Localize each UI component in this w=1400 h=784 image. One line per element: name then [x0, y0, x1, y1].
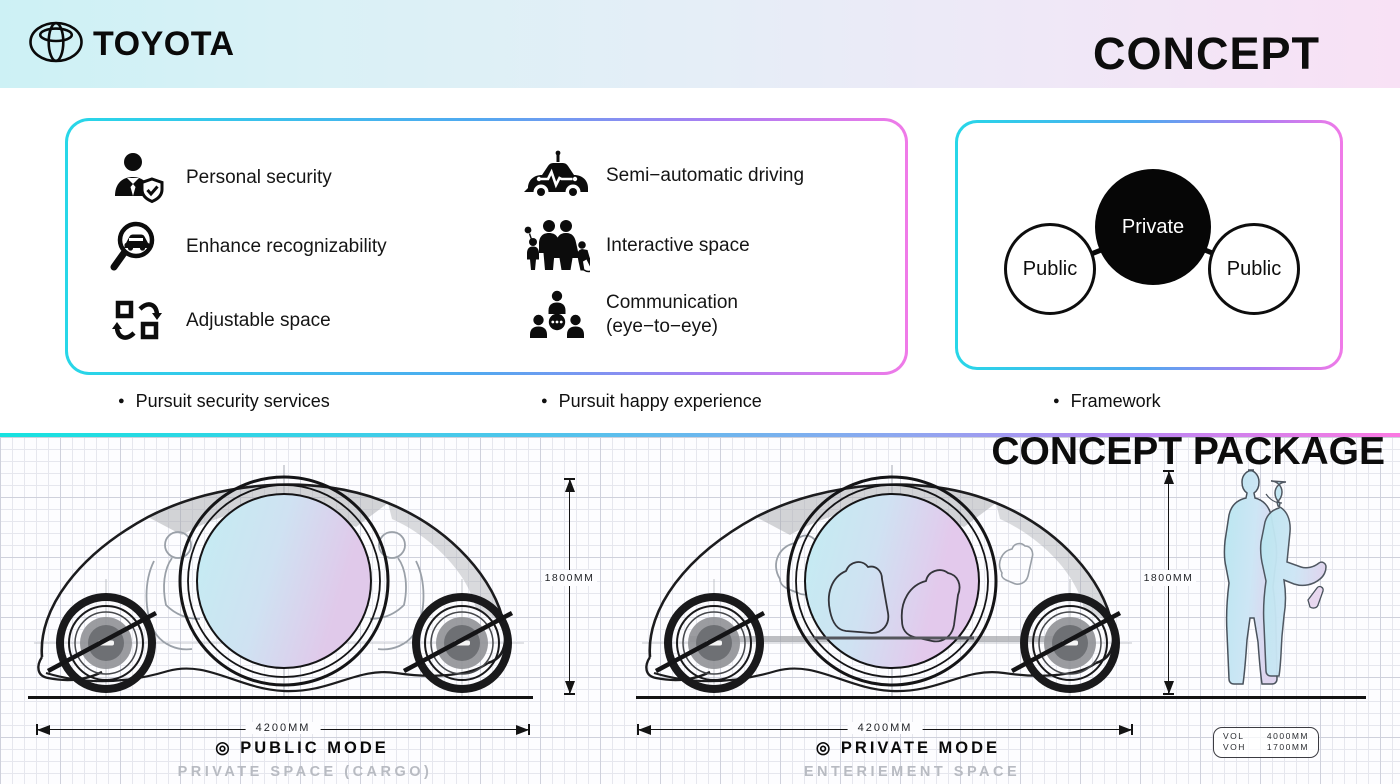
- feature-personal-security: Personal security: [94, 148, 332, 208]
- feature-enhance-recognizability: Enhance recognizability: [94, 217, 387, 277]
- framework-box: Private Public Public: [955, 120, 1343, 370]
- header: TOYOTA CONCEPT: [0, 0, 1400, 88]
- feature-label: Enhance recognizability: [186, 236, 387, 258]
- feature-label-line2: (eye−to−eye): [606, 316, 718, 337]
- height-label: 1800MM: [1140, 570, 1197, 586]
- length-dimension-left: 4200MM: [36, 722, 530, 735]
- spec-row-voh: VOH 1700MM: [1223, 742, 1309, 753]
- spec-value: 4000MM: [1266, 731, 1309, 742]
- spec-table: VOL 4000MM VOH 1700MM: [1213, 727, 1319, 758]
- autonomous-car-icon: [514, 146, 600, 206]
- feature-adjustable-space: Adjustable space: [94, 291, 331, 351]
- height-dimension-left: 1800MM: [541, 478, 598, 695]
- framework-circle-private: Private: [1095, 169, 1211, 285]
- spec-value: 1700MM: [1266, 742, 1309, 753]
- people-chat-icon: [514, 285, 600, 345]
- public-space-label: PRIVATE SPACE (CARGO): [177, 764, 433, 780]
- brand-name: TOYOTA: [93, 25, 235, 63]
- feature-label: Personal security: [186, 167, 332, 189]
- feature-label: Semi−automatic driving: [606, 165, 805, 187]
- framework-circle-public-right: Public: [1208, 223, 1300, 315]
- toyota-logo-icon: [28, 21, 84, 68]
- page-title: CONCEPT: [1092, 28, 1320, 79]
- private-mode-label: ◎ PRIVATE MODE: [815, 739, 1001, 757]
- package-title: CONCEPT PACKAGE: [991, 430, 1385, 473]
- feature-label: Communication (eye−to−eye): [606, 291, 738, 339]
- public-mode-car-drawing: [34, 465, 524, 699]
- gradient-divider: [0, 433, 1400, 437]
- magnifier-car-icon: [94, 217, 180, 277]
- length-label: 4200MM: [245, 722, 321, 734]
- length-dimension-right: 4200MM: [637, 722, 1133, 735]
- caption-happy-experience: Pursuit happy experience: [541, 391, 762, 412]
- feature-label: Interactive space: [606, 235, 750, 257]
- private-space-label: ENTERIEMENT SPACE: [803, 764, 1021, 780]
- brand: TOYOTA: [28, 21, 235, 68]
- height-label: 1800MM: [541, 570, 598, 586]
- couple-silhouette: [1223, 469, 1327, 685]
- ground-line: [636, 696, 1366, 699]
- length-label: 4200MM: [847, 722, 923, 734]
- feature-label-line1: Communication: [606, 292, 738, 314]
- feature-semi-automatic-driving: Semi−automatic driving: [514, 146, 804, 206]
- concept-section: Personal security Enhance recognizabilit…: [0, 88, 1400, 433]
- height-dimension-right: 1800MM: [1140, 470, 1197, 695]
- caption-security-services: Pursuit security services: [118, 391, 330, 412]
- person-shield-icon: [94, 148, 180, 208]
- feature-communication: Communication (eye−to−eye): [514, 285, 738, 345]
- feature-label: Adjustable space: [186, 310, 331, 332]
- swap-arrows-icon: [94, 291, 180, 351]
- framework-circle-public-left: Public: [1004, 223, 1096, 315]
- caption-framework: Framework: [1053, 391, 1161, 412]
- spec-row-vol: VOL 4000MM: [1223, 731, 1309, 742]
- feature-box: Personal security Enhance recognizabilit…: [65, 118, 908, 375]
- ground-line: [28, 696, 533, 699]
- concept-package-section: CONCEPT PACKAGE: [0, 430, 1400, 784]
- family-icon: [514, 216, 600, 276]
- private-mode-car-drawing: [642, 465, 1132, 699]
- public-mode-label: ◎ PUBLIC MODE: [215, 739, 389, 757]
- spec-key: VOL: [1223, 731, 1245, 742]
- spec-key: VOH: [1223, 742, 1246, 753]
- feature-interactive-space: Interactive space: [514, 216, 750, 276]
